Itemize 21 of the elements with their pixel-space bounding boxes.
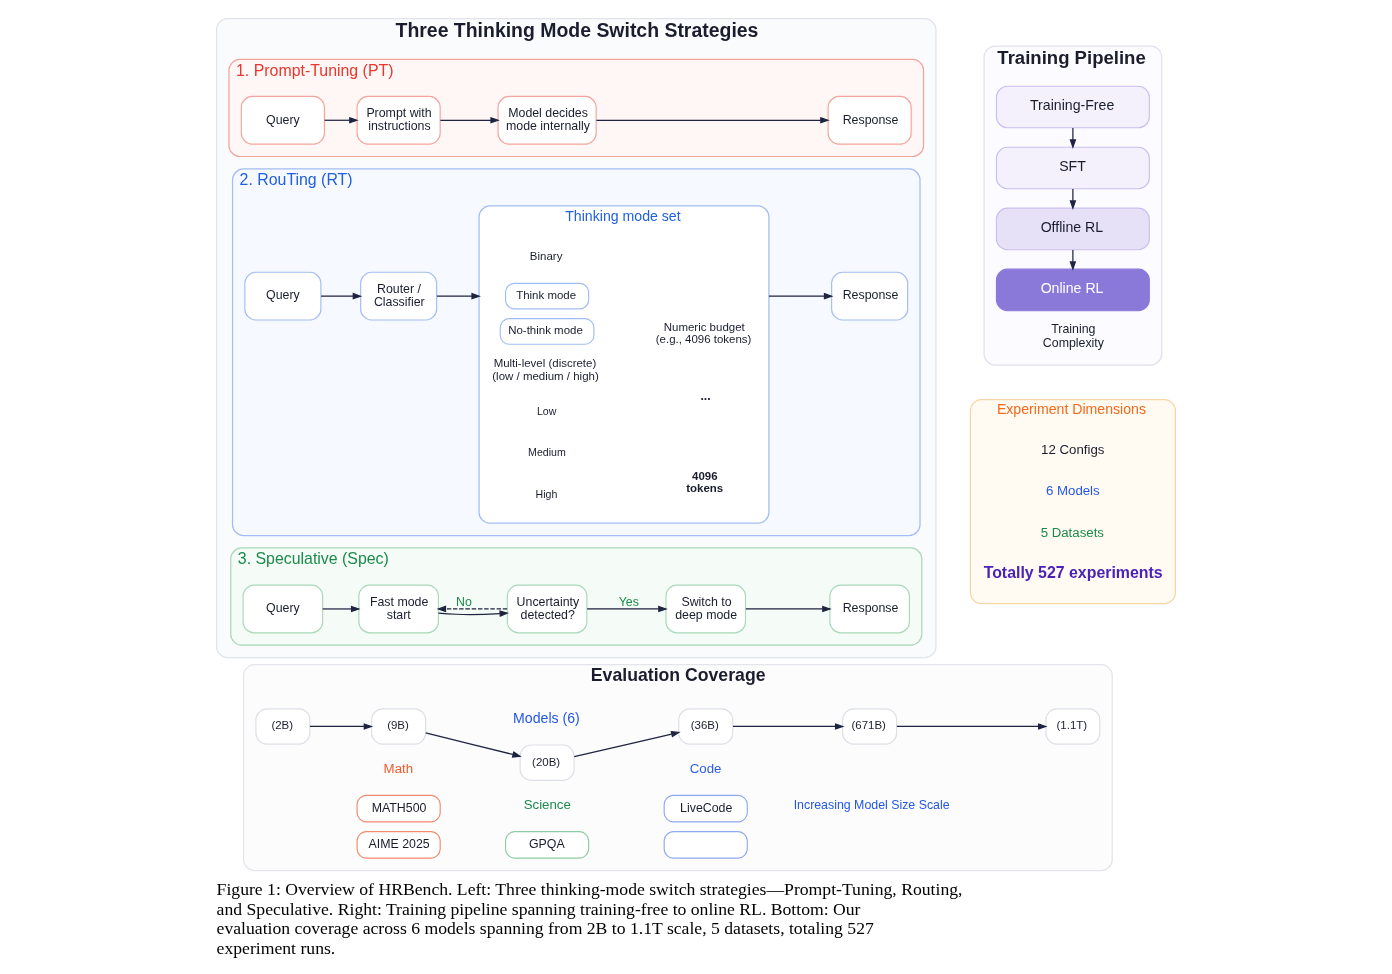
label: 5 Datasets (1040, 524, 1104, 540)
label: Code (689, 760, 722, 776)
label: 4096 tokens (686, 470, 724, 494)
caption: Figure 1: Overview of HRBench. Left: Three thinking-mode switch strategies—Prompt-Tuning, Routing, and Speculative. Right: Training pipeline spanning training-free to online RL. Bottom: Our evaluation coverage across 6 models spanning from 2B to 1.1T scale, 5 datasets, totaling 527 experiment runs. (216, 879, 963, 958)
label: Medium (528, 446, 566, 459)
label: Training Complexity (1042, 322, 1104, 350)
label: Multi-level (discrete) (low / medium / high) (492, 357, 599, 382)
label: Math (383, 760, 414, 776)
label: Binary (529, 250, 563, 263)
label: Increasing Model Size Scale (793, 798, 950, 813)
label: 6 Models (1045, 483, 1100, 499)
edge-label: No (456, 594, 472, 609)
label: Models (6) (513, 709, 580, 726)
label: 12 Configs (1041, 441, 1105, 457)
label: Numeric budget (e.g., 4096 tokens) (655, 320, 752, 346)
label: Low (536, 404, 557, 417)
label: Science (523, 797, 571, 813)
label: ... (700, 389, 711, 404)
label: Totally 527 experiments (983, 564, 1163, 582)
edge-label: Yes (618, 594, 639, 609)
label: High (535, 487, 558, 500)
